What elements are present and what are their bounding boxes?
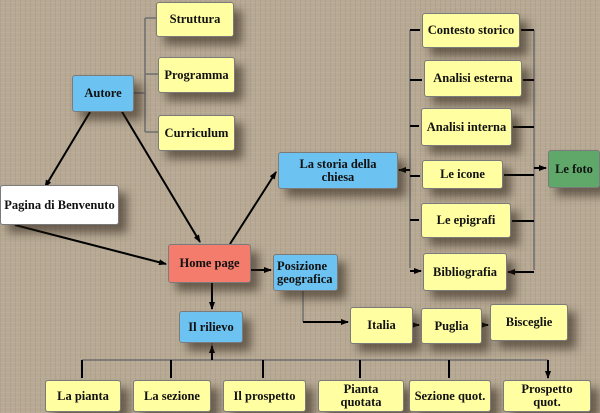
node-bibliografia[interactable]: Bibliografia — [423, 253, 507, 291]
node-struttura[interactable]: Struttura — [156, 2, 234, 37]
node-autore[interactable]: Autore — [72, 75, 134, 112]
node-storia-chiesa[interactable]: La storia della chiesa — [278, 152, 398, 189]
node-il-rilievo[interactable]: Il rilievo — [179, 311, 243, 343]
node-posizione-geografica[interactable]: Posizione geografica — [273, 254, 338, 291]
node-puglia[interactable]: Puglia — [421, 308, 482, 344]
node-analisi-interna[interactable]: Analisi interna — [421, 108, 512, 146]
node-le-foto[interactable]: Le foto — [548, 150, 600, 188]
node-home-page[interactable]: Home page — [168, 244, 251, 283]
node-pianta-quotata[interactable]: Pianta quotata — [318, 380, 404, 412]
node-prospetto-quot[interactable]: Prospetto quot. — [503, 380, 591, 412]
node-italia[interactable]: Italia — [350, 307, 413, 344]
node-le-epigrafi[interactable]: Le epigrafi — [421, 203, 511, 238]
node-programma[interactable]: Programma — [158, 57, 235, 93]
node-contesto-storico[interactable]: Contesto storico — [422, 13, 520, 48]
node-curriculum[interactable]: Curriculum — [158, 115, 235, 151]
node-bisceglie[interactable]: Bisceglie — [490, 304, 568, 341]
node-sezione-quot[interactable]: Sezione quot. — [409, 380, 491, 412]
node-pagina-di-benvenuto[interactable]: Pagina di Benvenuto — [0, 185, 119, 225]
node-la-sezione[interactable]: La sezione — [133, 380, 211, 412]
node-la-pianta[interactable]: La pianta — [45, 380, 121, 412]
node-le-icone[interactable]: Le icone — [422, 160, 503, 189]
node-analisi-esterna[interactable]: Analisi esterna — [424, 60, 522, 97]
node-il-prospetto[interactable]: Il prospetto — [223, 380, 306, 412]
